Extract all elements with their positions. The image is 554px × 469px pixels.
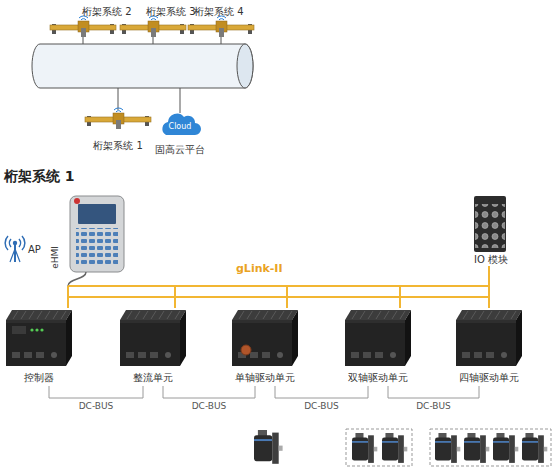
node-label: Cloud: [150, 122, 210, 132]
gantry-illustration: [50, 16, 116, 37]
io-module: [474, 196, 506, 252]
glink-bus: [68, 286, 489, 297]
network-pipe: [237, 44, 253, 88]
antenna-icon: [10, 249, 20, 262]
dc-bus-line: [163, 386, 255, 398]
node-label: 固高云平台: [150, 144, 210, 156]
servo-motors: [382, 433, 407, 463]
system-label-box: 桁架系统 1: [82, 104, 154, 154]
unit-node: 四轴驱动单元: [450, 308, 528, 386]
glink-line: [67, 286, 69, 308]
antenna-icon: [5, 236, 25, 250]
glink-line: [400, 297, 489, 308]
io-node: IO 模块: [462, 192, 520, 266]
servo-motors: [254, 430, 547, 464]
access-point: AP: [2, 230, 46, 264]
node-label: 控制器: [0, 372, 78, 384]
node-label: 桁架系统 3: [146, 6, 196, 18]
dc-bus-line: [388, 386, 479, 398]
gantry-illustration: [50, 16, 254, 129]
unit-details: [12, 326, 26, 334]
unit-details: [30, 328, 33, 331]
servo-motors: [493, 433, 518, 463]
system-label-box: 桁架系统 4: [186, 4, 254, 40]
glink-line: [488, 266, 490, 308]
teach-pendant: [68, 272, 86, 286]
node-label: 桁架系统 4: [194, 6, 244, 18]
unit-node: 整流单元: [114, 308, 192, 386]
unit-node: 双轴驱动单元: [339, 308, 417, 386]
gantry-illustration: [188, 16, 254, 37]
drive-units: [232, 310, 298, 366]
dc-bus-line: [49, 386, 143, 398]
node-label: eHMI: [50, 246, 61, 269]
motor-group-box: [346, 429, 551, 466]
bus-label: DC-BUS: [192, 401, 227, 412]
io-module: [475, 204, 505, 248]
network-pipe: [32, 44, 253, 88]
bus-label: DC-BUS: [304, 401, 339, 412]
bus-label: DC-BUS: [416, 401, 451, 412]
antenna-icon: [14, 244, 16, 262]
drive-units: [6, 310, 522, 366]
motor-group-box: [430, 429, 551, 466]
antenna-icon: [13, 241, 17, 245]
node-label: 四轴驱动单元: [450, 372, 528, 384]
node-label: 双轴驱动单元: [339, 372, 417, 384]
bus-label: gLink-II: [236, 262, 283, 275]
system-label-box: 桁架系统 3: [118, 4, 202, 40]
antenna-icon: [5, 236, 25, 262]
glink-bus: [68, 286, 489, 297]
teach-pendant: [74, 198, 80, 204]
network-pipe: [32, 44, 253, 88]
servo-motors: [435, 433, 460, 463]
node-label: IO 模块: [462, 254, 520, 266]
motor-group-box: [346, 429, 412, 466]
teach-pendant: [70, 196, 124, 272]
network-drop: [83, 37, 221, 113]
bus-label: DC-BUS: [79, 401, 114, 412]
dc-bus-line: [275, 386, 368, 398]
teach-pendant: [68, 196, 124, 286]
drive-units: [6, 310, 72, 366]
glink-line: [287, 297, 400, 308]
node-label: 单轴驱动单元: [226, 372, 304, 384]
hmi-node: eHMI: [48, 192, 130, 286]
network-drop: [83, 37, 221, 113]
io-module: [474, 196, 506, 252]
gantry-illustration: [120, 16, 186, 37]
servo-motors: [352, 433, 377, 463]
drive-units: [456, 310, 522, 366]
glink-line: [175, 297, 287, 308]
cloud-node: Cloud 固高云平台: [150, 112, 210, 158]
unit-node: 单轴驱动单元: [226, 308, 304, 386]
node-label: 桁架系统 1: [82, 140, 154, 152]
servo-motors: [464, 433, 489, 463]
servo-motors: [522, 433, 547, 463]
section-title: 桁架系统 1: [4, 168, 75, 185]
glink-line: [68, 297, 175, 308]
unit-details: [40, 328, 43, 331]
unit-node: 控制器: [0, 308, 78, 386]
drive-units: [120, 310, 186, 366]
servo-motors: [254, 430, 283, 464]
gantry-illustration: [85, 108, 151, 129]
drive-units: [345, 310, 411, 366]
unit-details: [12, 326, 251, 355]
unit-details: [35, 328, 38, 331]
system-label-box: 桁架系统 2: [48, 4, 132, 40]
unit-details: [241, 345, 251, 355]
node-label: AP: [28, 244, 41, 256]
teach-pendant: [76, 228, 118, 266]
node-label: 整流单元: [114, 372, 192, 384]
teach-pendant: [78, 204, 116, 224]
node-label: 桁架系统 2: [82, 6, 132, 18]
